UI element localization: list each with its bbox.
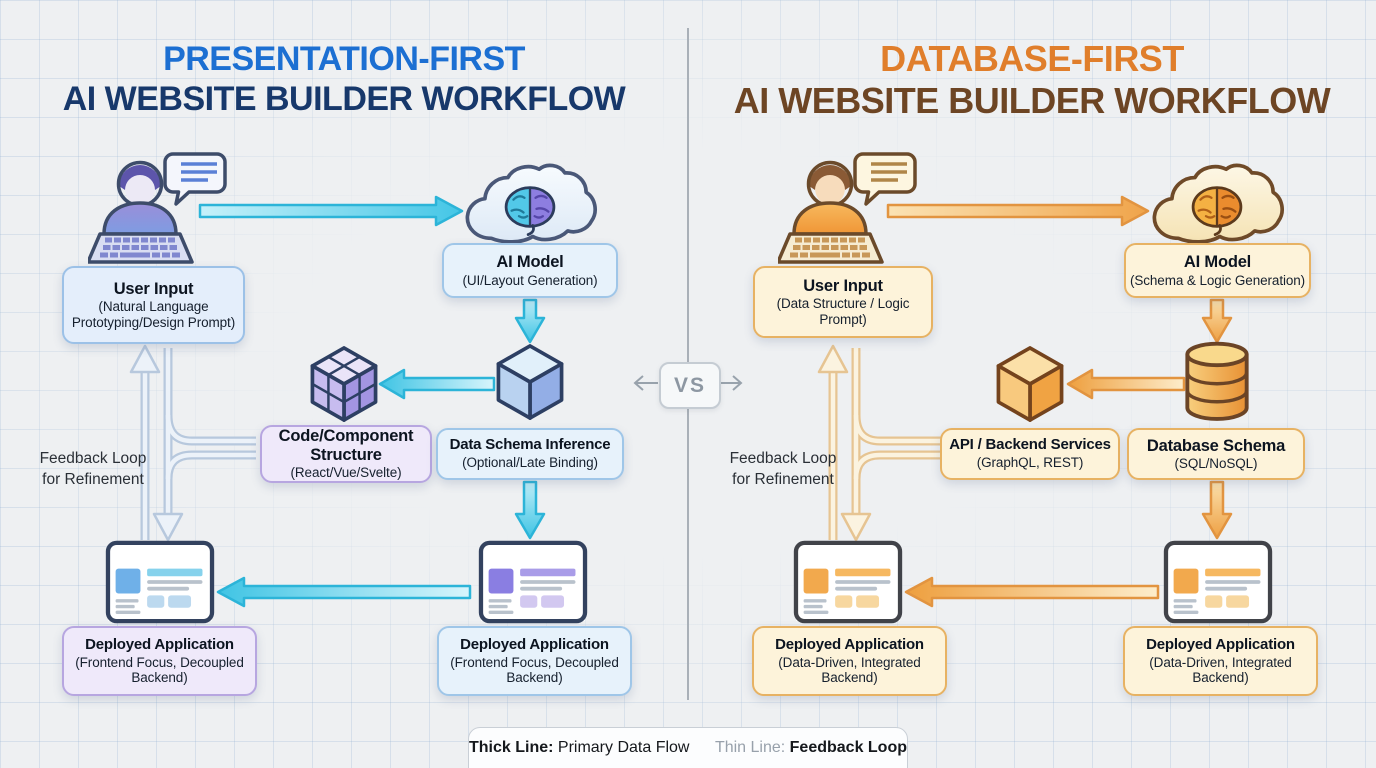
database-cylinder-icon [1176, 339, 1258, 425]
legend-thin-value: Feedback Loop [785, 739, 907, 756]
vs-badge: VS [659, 362, 721, 409]
legend-thick-label: Thick Line: [469, 739, 554, 756]
node-subtitle: (UI/Layout Generation) [462, 272, 598, 288]
node-title: Database Schema [1146, 436, 1286, 455]
node-title: AI Model [1183, 253, 1252, 272]
node-user-input-right: User Input (Data Structure / Logic Promp… [753, 266, 933, 338]
node-title: Deployed Application [775, 635, 924, 653]
node-deployed-application-left-1: Deployed Application (Frontend Focus, De… [62, 626, 257, 696]
cube-icon [991, 343, 1069, 425]
arrow-deployed-to-deployed-right [904, 576, 1160, 608]
browser-window-icon [792, 540, 904, 624]
node-api-backend-services-right: API / Backend Services (GraphQL, REST) [940, 428, 1120, 480]
node-title: Deployed Application [460, 635, 609, 653]
primary-flow-arrows-left [198, 195, 546, 608]
node-title: API / Backend Services [949, 436, 1111, 454]
node-title: Deployed Application [1146, 635, 1295, 653]
node-subtitle: (Frontend Focus, Decoupled Backend) [450, 654, 619, 685]
cloud-brain-icon [461, 157, 599, 257]
feedback-loop-right [817, 344, 944, 542]
node-subtitle: (Schema & Logic Generation) [1129, 272, 1306, 288]
node-ai-model-left: AI Model (UI/Layout Generation) [442, 243, 618, 298]
arrow-aimodel-to-db-right [1201, 298, 1233, 344]
node-subtitle: (SQL/NoSQL) [1174, 456, 1258, 472]
node-database-schema-right: Database Schema (SQL/NoSQL) [1127, 428, 1305, 480]
node-subtitle: (Optional/Late Binding) [462, 455, 598, 471]
person-at-keyboard-icon [86, 150, 233, 268]
node-deployed-application-right-2: Deployed Application (Data-Driven, Integ… [1123, 626, 1318, 696]
node-title: Deployed Application [85, 635, 234, 653]
feedback-loop-left [129, 344, 256, 542]
browser-window-icon [1162, 540, 1274, 624]
node-code-component-left: Code/Component Structure (React/Vue/Svel… [260, 425, 432, 483]
node-deployed-application-left-2: Deployed Application (Frontend Focus, De… [437, 626, 632, 696]
node-subtitle: (GraphQL, REST) [976, 455, 1084, 471]
primary-flow-arrows-right [886, 195, 1233, 608]
browser-window-icon [477, 540, 589, 624]
vs-cross-arrows [633, 375, 743, 391]
node-subtitle: (Natural Language Prototyping/Design Pro… [71, 299, 236, 330]
node-subtitle: (React/Vue/Svelte) [290, 465, 402, 481]
title-presentation-first: PRESENTATION-FIRST AI WEBSITE BUILDER WO… [24, 40, 664, 120]
node-title: Code/Component Structure [278, 427, 414, 464]
legend-thick-value: Primary Data Flow [553, 739, 690, 756]
cube-icon [491, 341, 569, 423]
node-subtitle: (Data Structure / Logic Prompt) [776, 296, 910, 327]
node-title: User Input [803, 276, 883, 295]
speech-bubble-icon [853, 152, 917, 206]
title-right-line2: AI WEBSITE BUILDER WORKFLOW [733, 80, 1331, 122]
arrow-cube-to-code-left [378, 368, 496, 400]
feedback-loop-label-right: Feedback Loop for Refinement [729, 450, 837, 489]
arrow-user-to-aimodel-left [198, 195, 464, 227]
node-subtitle: (Data-Driven, Integrated Backend) [1149, 654, 1292, 685]
arrow-deployed-to-deployed-left [216, 576, 472, 608]
browser-window-icon [104, 540, 216, 624]
node-data-schema-inference-left: Data Schema Inference (Optional/Late Bin… [436, 428, 624, 480]
legend-thin-label: Thin Line: [714, 739, 786, 756]
node-user-input-left: User Input (Natural Language Prototyping… [62, 266, 245, 344]
node-ai-model-right: AI Model (Schema & Logic Generation) [1124, 243, 1311, 298]
node-title: Data Schema Inference [449, 436, 611, 454]
feedback-loop-label-left: Feedback Loop for Refinement [39, 450, 147, 489]
title-right-line1: DATABASE-FIRST [880, 38, 1184, 79]
arrow-db-to-api-right [1066, 368, 1186, 400]
title-left-line1: PRESENTATION-FIRST [163, 40, 525, 78]
node-title: User Input [113, 279, 194, 298]
node-deployed-application-right-1: Deployed Application (Data-Driven, Integ… [752, 626, 947, 696]
cloud-brain-icon [1148, 157, 1286, 257]
arrow-aimodel-to-cube-left [514, 298, 546, 344]
person-at-keyboard-icon [776, 150, 923, 268]
arrow-user-to-aimodel-right [886, 195, 1150, 227]
arrow-db-to-deployed-right [1201, 480, 1233, 540]
modular-cube-icon [305, 343, 383, 425]
node-subtitle: (Frontend Focus, Decoupled Backend) [75, 654, 244, 685]
speech-bubble-icon [163, 152, 227, 206]
arrow-dsi-to-deployed-left [514, 480, 546, 540]
title-left-line2: AI WEBSITE BUILDER WORKFLOW [62, 79, 626, 118]
title-database-first: DATABASE-FIRST AI WEBSITE BUILDER WORKFL… [712, 38, 1352, 122]
node-subtitle: (Data-Driven, Integrated Backend) [778, 654, 921, 685]
node-title: AI Model [496, 253, 564, 272]
